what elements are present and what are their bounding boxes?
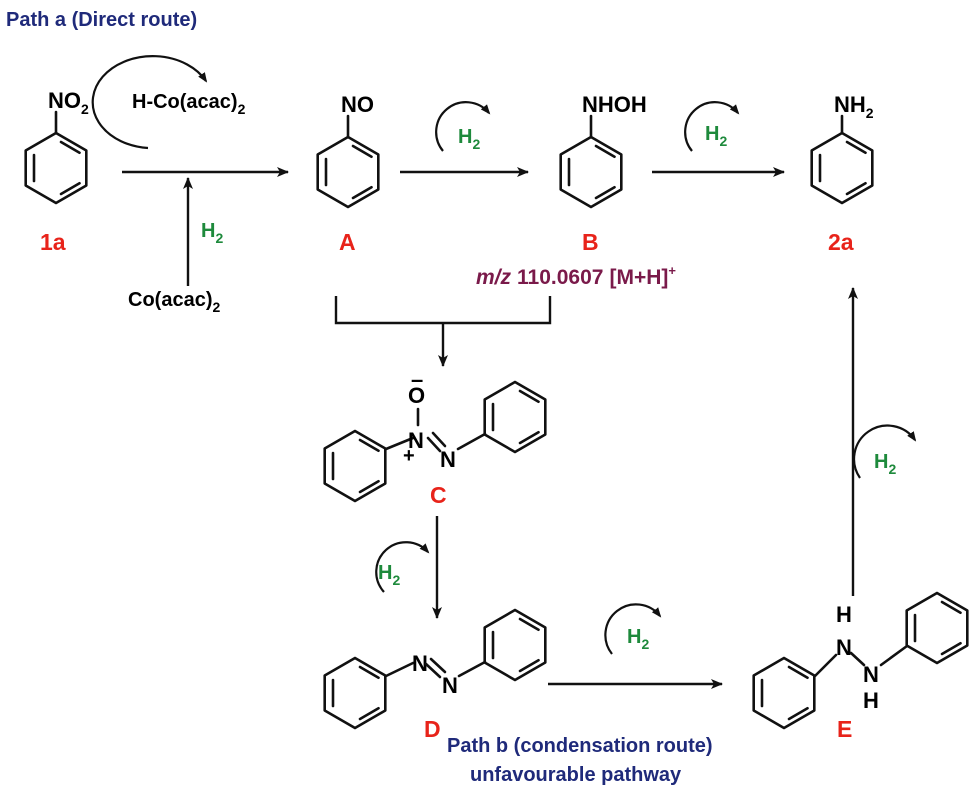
benzene-ring-A — [316, 135, 380, 209]
compound-E: H N N H E — [752, 591, 969, 742]
benzene-ring-C-left — [323, 429, 387, 503]
path-b-title: Path b (condensation route) — [447, 735, 713, 757]
nitro-group: NO2 — [48, 88, 89, 117]
benzene-ring-E-left — [752, 656, 816, 730]
svg-text:H2: H2 — [458, 126, 480, 152]
catalytic-cycle-arrow — [91, 55, 208, 150]
benzene-ring-D-right — [483, 608, 547, 682]
path-a-title: Path a (Direct route) — [6, 9, 197, 31]
compound-label-A: A — [339, 229, 356, 255]
path-b-subtitle: unfavourable pathway — [470, 764, 682, 786]
h2-cycle-B-2a: H2 — [684, 101, 740, 152]
nitrogen-positive-charge: + — [403, 445, 415, 467]
compound-2a: NH2 2a — [810, 92, 874, 255]
compound-1a: NO2 1a — [24, 88, 89, 255]
compound-D: N N D — [323, 608, 547, 742]
hydride-catalyst: H-Co(acac)2 — [132, 91, 246, 117]
oxygen-negative-charge: – — [411, 367, 423, 392]
hydrazo-n1: N — [836, 635, 852, 660]
compound-A: NO A — [316, 92, 380, 255]
h2-cycle-E-2a: H2 — [852, 424, 917, 479]
azoxy-oxygen: O — [408, 383, 425, 408]
azoxy-n2: N — [440, 447, 456, 472]
hydrazo-h1: H — [836, 602, 852, 627]
benzene-ring-E-right — [905, 591, 969, 665]
svg-text:H2: H2 — [378, 562, 400, 588]
benzene-ring-B — [559, 135, 623, 209]
hydrazo-h2: H — [863, 688, 879, 713]
catalyst-precursor: Co(acac)2 — [128, 289, 220, 315]
azo-n1: N — [412, 651, 428, 676]
catalyst-cycle: H-Co(acac)2 — [91, 55, 246, 150]
benzene-ring-1a — [24, 131, 88, 205]
azoxy-n1: N — [408, 428, 424, 453]
benzene-ring-D-left — [323, 656, 387, 730]
amino-group: NH2 — [834, 92, 874, 121]
h2-cycle-D-E: H2 — [604, 603, 662, 655]
compound-label-2a: 2a — [828, 229, 854, 255]
compound-label-B: B — [582, 229, 599, 255]
compound-label-E: E — [837, 716, 852, 742]
svg-text:H2: H2 — [627, 626, 649, 652]
hydroxylamine-group: NHOH — [582, 92, 647, 117]
compound-label-1a: 1a — [40, 229, 66, 255]
benzene-ring-2a — [810, 131, 874, 205]
hydrazo-n2: N — [863, 662, 879, 687]
compound-C: N O – + N C — [323, 367, 547, 508]
svg-text:H2: H2 — [705, 123, 727, 149]
azo-n2: N — [442, 673, 458, 698]
compound-label-D: D — [424, 716, 441, 742]
compound-label-C: C — [430, 482, 447, 508]
nitroso-group: NO — [341, 92, 374, 117]
svg-text:H2: H2 — [874, 451, 896, 477]
h2-cycle-A-B: H2 — [435, 101, 491, 152]
condensation-bracket — [334, 296, 552, 325]
h2-cycle-C-D: H2 — [375, 541, 430, 593]
h2-activation-label: H2 — [201, 220, 223, 246]
compound-B: NHOH B — [559, 92, 647, 255]
benzene-ring-C-right — [483, 380, 547, 454]
